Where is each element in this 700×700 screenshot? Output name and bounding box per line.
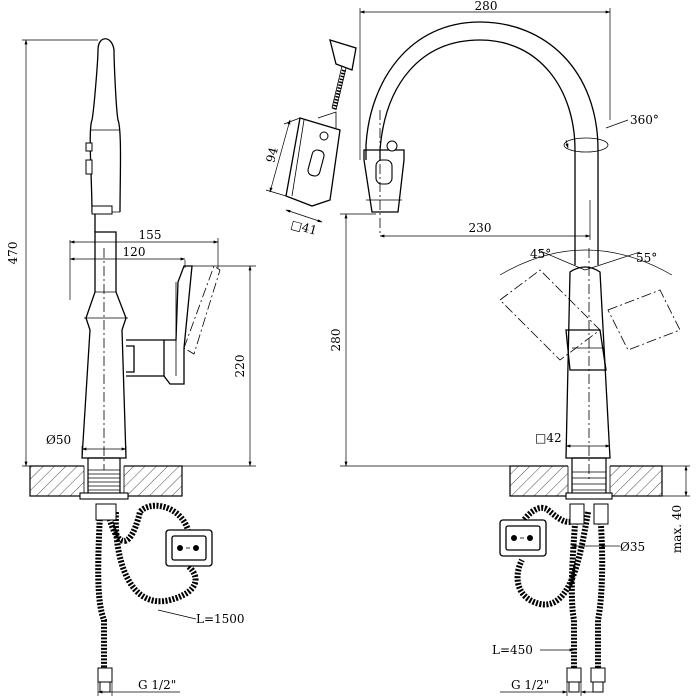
dim-angle-right: 55° (636, 251, 657, 265)
dim-angle-left: 45° (530, 247, 551, 261)
dim-height-total: 470 (6, 242, 20, 265)
dim-hose-length-right: L=450 (492, 643, 533, 657)
faucet-body-side (81, 38, 221, 459)
dim-hose-length-left: L=1500 (196, 612, 245, 626)
handle-rotation-ghosts (499, 249, 681, 361)
dim-body-square: □42 (535, 431, 562, 445)
dim-width-280: 280 (475, 0, 498, 13)
dim-rotation: 360° (630, 113, 659, 127)
side-view: 470 155 120 220 Ø50 (6, 38, 256, 696)
dim-max-thickness: max. 40 (670, 505, 684, 553)
dim-220: 220 (233, 355, 247, 378)
hoses-right (514, 503, 609, 693)
dim-120: 120 (123, 245, 146, 259)
dim-spout-height-280: 280 (329, 329, 343, 352)
dim-reach-230: 230 (469, 221, 492, 235)
diverter-box-right (499, 519, 547, 557)
dim-shank-diameter: Ø35 (620, 540, 645, 554)
dim-head-square: □41 (289, 217, 318, 237)
dim-thread-right: G 1/2" (511, 678, 549, 692)
dim-thread-left: G 1/2" (138, 678, 176, 692)
hoses-left (95, 502, 199, 693)
front-view: 45° 55° 280 360° 230 280 □42 max. 40 (329, 0, 690, 696)
diverter-box-left (165, 529, 213, 567)
shank-left (79, 457, 129, 500)
dim-155: 155 (139, 228, 162, 242)
pullout-head-detail: 94 □41 (263, 39, 357, 238)
faucet-body-front (363, 21, 611, 459)
dim-pullout-height: 94 (263, 145, 281, 164)
dim-base-diameter: Ø50 (46, 433, 71, 447)
